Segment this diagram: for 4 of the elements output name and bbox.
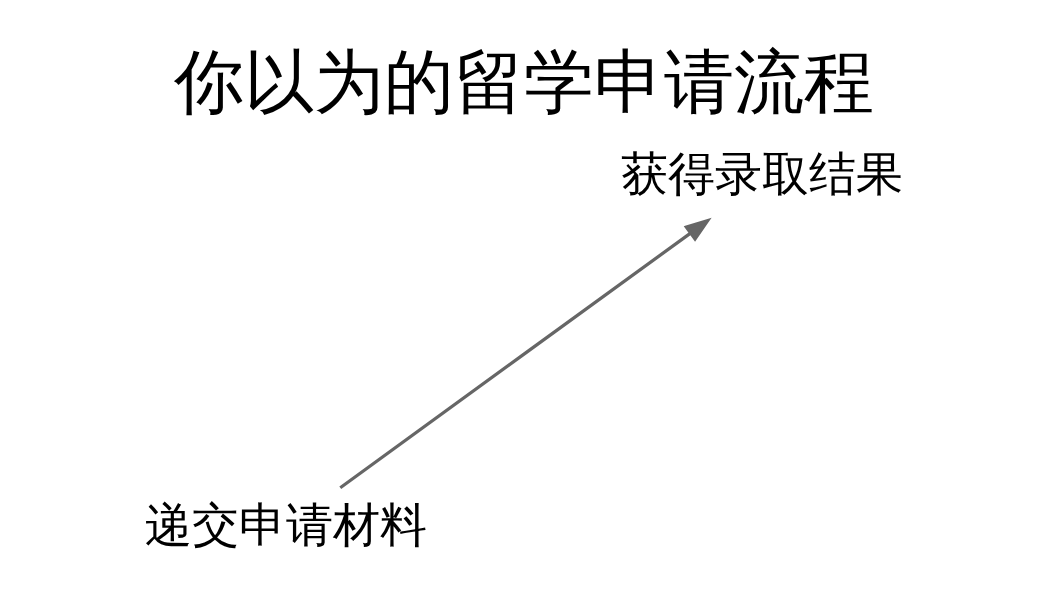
arrow — [339, 217, 712, 490]
node-text: 获得录取结果 — [621, 147, 904, 202]
node-text: 递交申请材料 — [144, 498, 427, 553]
diagram-title: 你以为的留学申请流程 — [174, 41, 874, 123]
